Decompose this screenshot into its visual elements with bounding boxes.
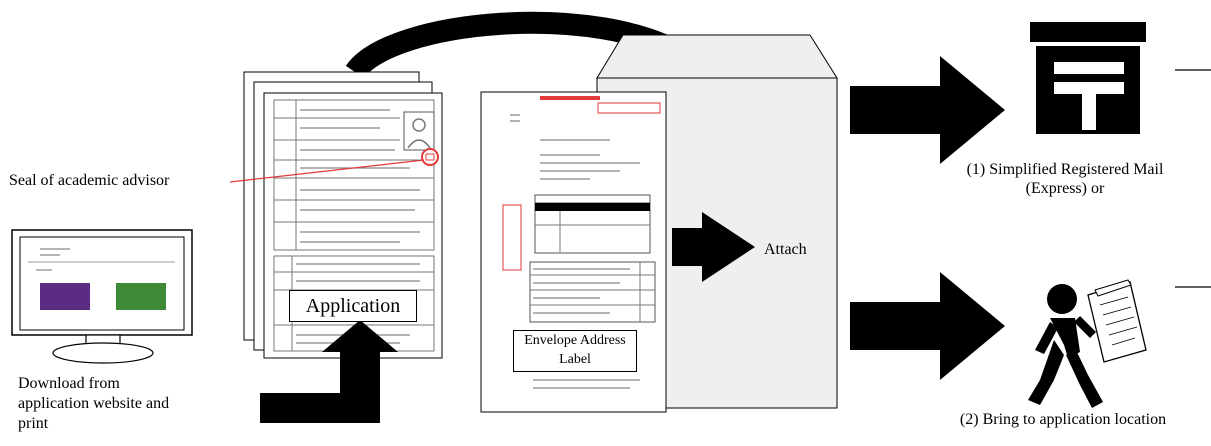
attach-label: Attach xyxy=(764,241,807,258)
envelope-address-label: Envelope Address Label xyxy=(513,330,637,372)
application-label: Application xyxy=(289,290,417,322)
seal-leader-line xyxy=(229,159,425,183)
mail-label: (1) Simplified Registered Mail (Express)… xyxy=(966,161,1164,197)
walking-person-icon xyxy=(1028,279,1147,408)
seal-stamp-icon xyxy=(421,148,439,166)
arrow-to-bring xyxy=(850,272,1005,380)
attach-arrow xyxy=(672,212,755,282)
computer-monitor-icon xyxy=(11,229,193,364)
seal-label: Seal of academic advisor xyxy=(9,172,170,189)
post-office-mailbox-icon xyxy=(1030,22,1146,134)
arrow-to-mail xyxy=(850,56,1005,164)
upload-arrow xyxy=(260,320,398,423)
bring-label: (2) Bring to application location xyxy=(959,411,1167,428)
download-label: Download from application website and pr… xyxy=(18,375,170,432)
